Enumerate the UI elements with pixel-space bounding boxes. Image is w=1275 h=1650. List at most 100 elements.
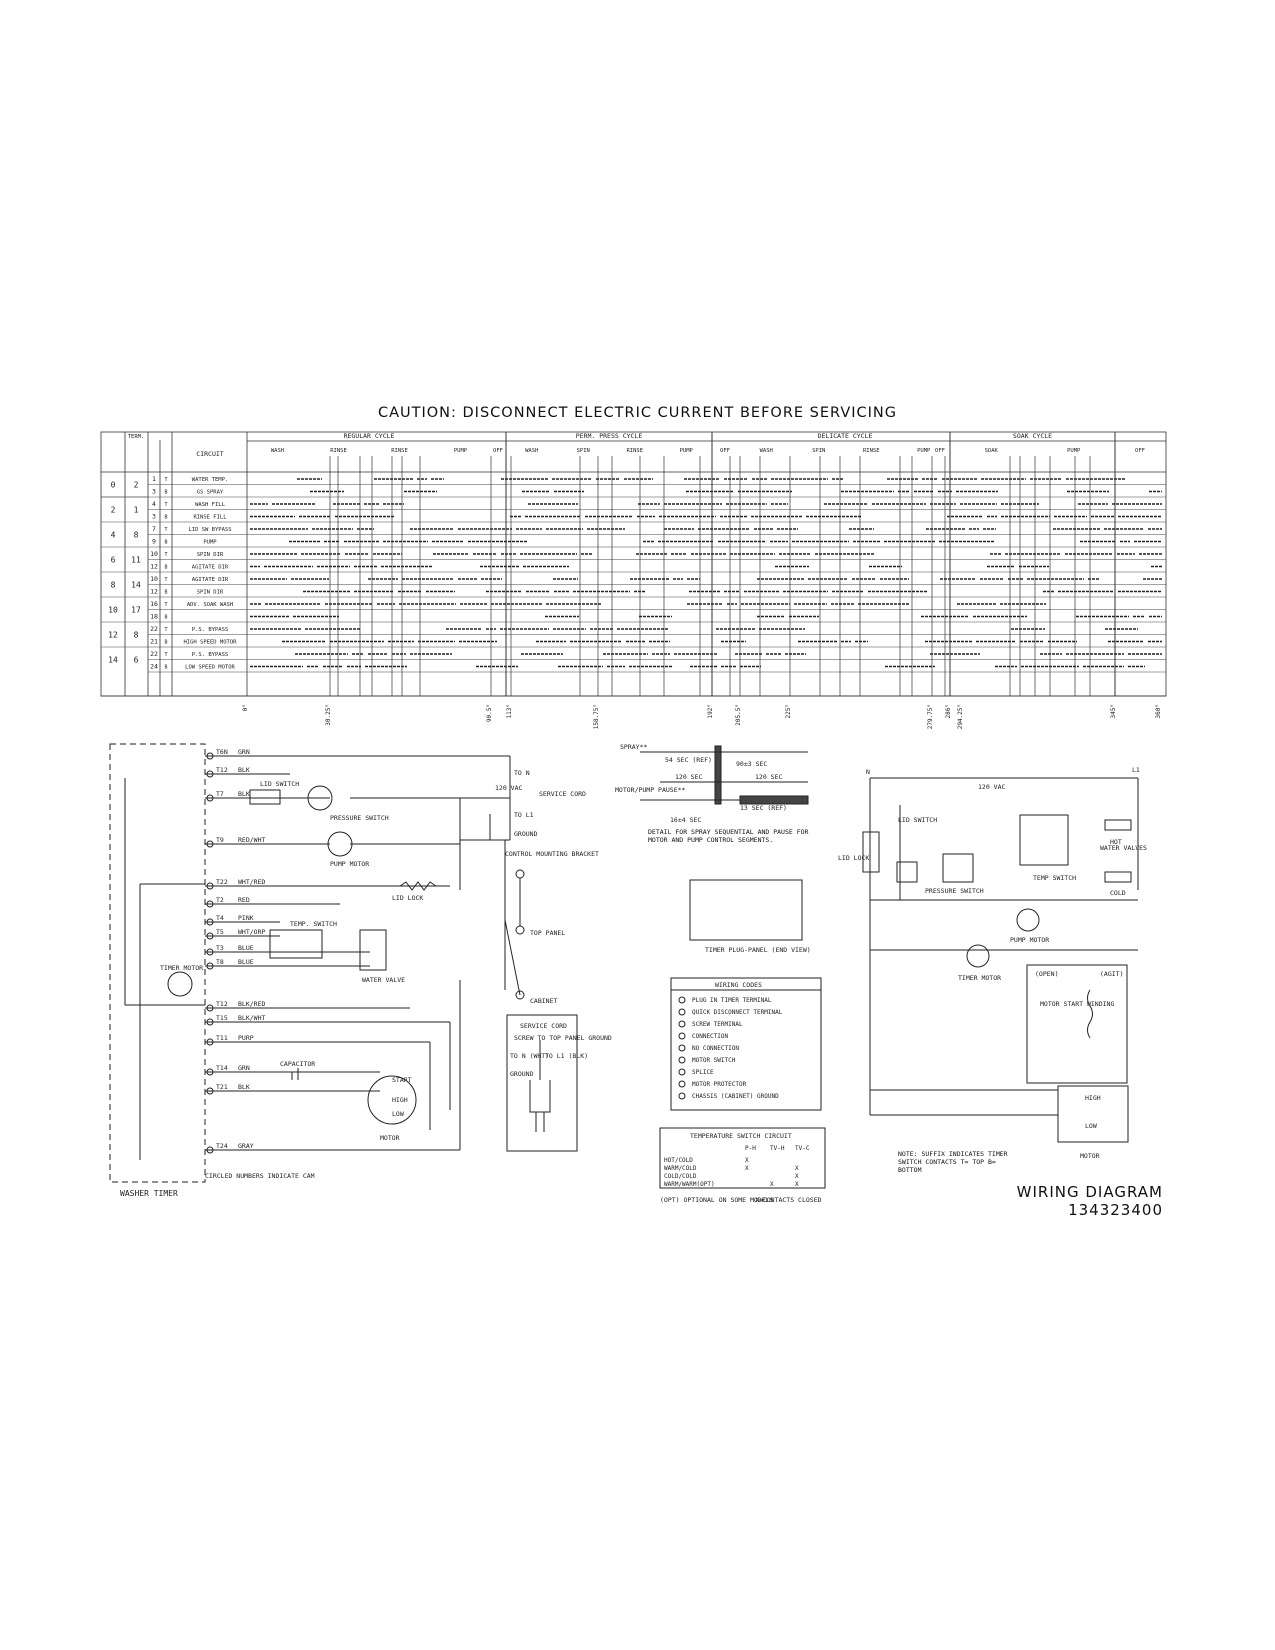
timer-terminal-label: T5 — [216, 928, 224, 936]
timer-terminal-icon — [206, 794, 214, 802]
chart-phase-name: WASH — [271, 448, 284, 454]
timer-terminal-label: T3 — [216, 944, 224, 952]
chart-contact: 9 — [152, 538, 156, 546]
code-symbol-icon — [678, 996, 686, 1004]
chart-contact: 10 — [150, 550, 158, 558]
schematic-vac: 120 VAC — [978, 783, 1005, 791]
spray-s1: 54 SEC (REF) — [665, 756, 712, 764]
temp-table-col: TV-C — [795, 1145, 810, 1152]
chart-cycle-name: DELICATE CYCLE — [818, 432, 873, 440]
temp-table-cell: WARM/WARM(OPT) — [664, 1181, 715, 1188]
chart-circuit: RINSE FILL — [193, 515, 227, 521]
temp-table-cell: X — [770, 1181, 774, 1188]
chart-phase-name: RINSE — [863, 448, 880, 454]
sch-pump-motor: PUMP MOTOR — [1010, 936, 1049, 944]
chart-contact: 18 — [150, 613, 158, 621]
timer-terminal-icon — [206, 962, 214, 970]
chart-position: B — [164, 515, 167, 521]
chart-circuit: SPIN DIR — [197, 590, 224, 596]
chart-degree-tick: 360° — [1155, 704, 1162, 718]
code-symbol-icon — [678, 1008, 686, 1016]
chart-position: B — [164, 565, 167, 571]
control-bracket-label: CONTROL MOUNTING BRACKET — [505, 850, 599, 858]
wiring-codes-title: WIRING CODES — [715, 981, 762, 989]
service-cord-label: SERVICE CORD — [539, 790, 586, 798]
code-symbol-icon — [678, 1056, 686, 1064]
code-symbol-icon — [678, 1032, 686, 1040]
motor-start-label: START — [392, 1076, 412, 1084]
timer-wire-color: PINK — [238, 914, 254, 922]
timer-wire-color: BLK — [238, 790, 250, 798]
diagram-title: WIRING DIAGRAM 134323400 — [1017, 1183, 1163, 1219]
timer-wire-color: BLK/RED — [238, 1000, 265, 1008]
timer-terminal-label: T12 — [216, 1000, 228, 1008]
temp-table-cell: WARM/COLD — [664, 1165, 697, 1172]
timer-terminal-icon — [206, 1087, 214, 1095]
sch-pressure-switch: PRESSURE SWITCH — [925, 887, 984, 895]
service-to-n: TO N — [514, 769, 530, 777]
chart-phase-name: SPIN — [812, 448, 825, 454]
chart-cam: 14 — [108, 656, 118, 665]
chart-circuit: AGITATE DIR — [192, 577, 229, 583]
lid-switch-label: LID SWITCH — [260, 780, 299, 788]
timer-terminal-label: T12 — [216, 766, 228, 774]
chart-off-label: OFF — [493, 448, 503, 454]
wiring-code-item: NO CONNECTION — [692, 1045, 739, 1052]
chart-term: 1 — [134, 506, 139, 515]
chart-position: B — [164, 590, 167, 596]
chart-phase-name: SOAK — [985, 448, 999, 454]
sch-motor: MOTOR — [1080, 1152, 1100, 1160]
chart-contact: 22 — [150, 650, 158, 658]
chart-term: 2 — [134, 481, 139, 490]
timer-wire-color: BLK — [238, 766, 250, 774]
chart-circuit: PUMP — [203, 540, 217, 546]
chart-contact: 3 — [152, 513, 156, 521]
chart-contact: 10 — [150, 575, 158, 583]
chart-term-header: TERM. — [128, 434, 145, 440]
wiring-code-item: MOTOR SWITCH — [692, 1057, 736, 1064]
chart-degree-tick: 225° — [785, 704, 792, 718]
sch-agit: (AGIT) — [1100, 970, 1123, 978]
code-symbol-icon — [678, 1080, 686, 1088]
chart-position: B — [164, 665, 167, 671]
caution-heading: CAUTION: DISCONNECT ELECTRIC CURRENT BEF… — [377, 405, 898, 421]
temp-table-cell: X — [795, 1173, 799, 1180]
timer-wire-color: BLK — [238, 1083, 250, 1091]
chart-position: T — [164, 527, 167, 533]
chart-position: B — [164, 490, 167, 496]
timer-terminal-label: T4 — [216, 914, 224, 922]
timer-terminal-icon — [206, 948, 214, 956]
chart-term: 17 — [131, 606, 141, 615]
chart-contact: 1 — [152, 475, 156, 483]
timer-wire-color: GRAY — [238, 1142, 254, 1150]
chart-position: T — [164, 602, 167, 608]
timer-terminal-label: T2 — [216, 896, 224, 904]
spray-s3: 120 SEC — [675, 773, 702, 781]
chart-phase-name: RINSE — [330, 448, 347, 454]
temp-table-cell: X — [795, 1165, 799, 1172]
chart-position: B — [164, 615, 167, 621]
timer-terminal-label: T22 — [216, 878, 228, 886]
timer-note: CIRCLED NUMBERS INDICATE CAM — [205, 1172, 315, 1180]
chart-circuit: WATER TEMP. — [192, 477, 228, 483]
timer-terminal-icon — [206, 932, 214, 940]
timer-terminal-icon — [206, 882, 214, 890]
chart-position: T — [164, 577, 167, 583]
timer-wire-color: PURP — [238, 1034, 254, 1042]
chart-phase-name: RINSE — [626, 448, 643, 454]
sch-timer-motor: TIMER MOTOR — [958, 974, 1001, 982]
chart-circuit: SPIN DIR — [197, 552, 224, 558]
cord-to-n: TO N (WHT) — [510, 1052, 549, 1060]
chart-circuit: ADV. SOAK WASH — [187, 602, 233, 608]
timer-terminal-label: T21 — [216, 1083, 228, 1091]
chart-term: 8 — [134, 531, 139, 540]
chart-cam: 0 — [111, 481, 116, 490]
chart-off-label: OFF — [1135, 448, 1145, 454]
timer-motor-label: TIMER MOTOR — [160, 964, 203, 972]
chart-circuit: HIGH SPEED MOTOR — [184, 640, 238, 646]
chart-degree-tick: 0° — [242, 704, 249, 711]
chart-degree-tick: 113° — [506, 704, 513, 718]
cord-to-l1: TO L1 (BLK) — [545, 1052, 588, 1060]
chart-position: T — [164, 652, 167, 658]
